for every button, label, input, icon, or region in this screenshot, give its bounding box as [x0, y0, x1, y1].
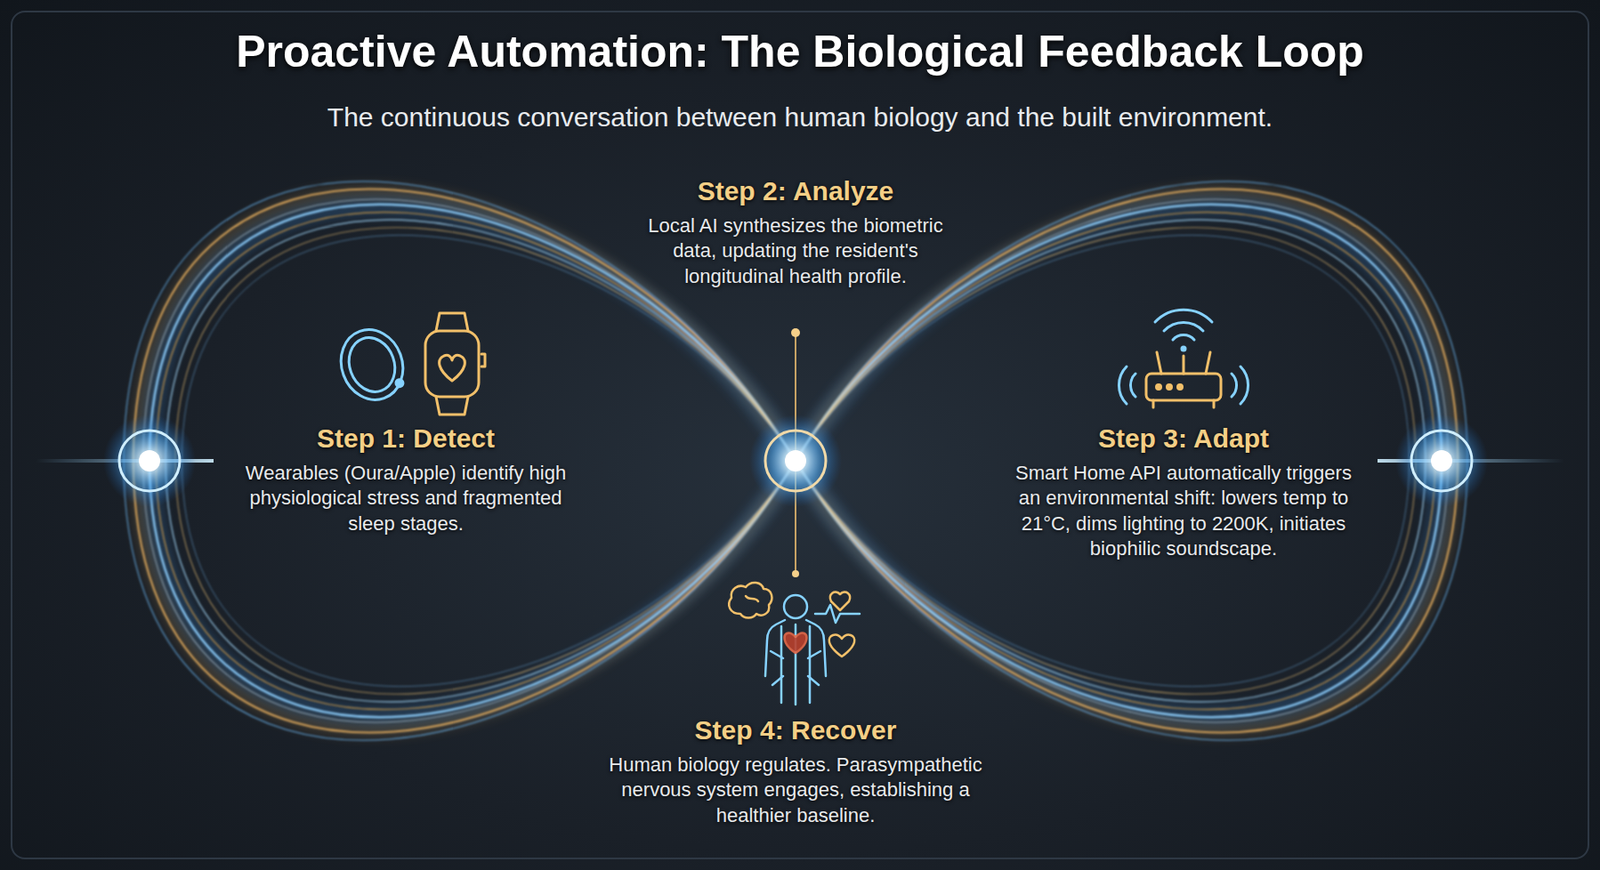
- wearable-icons: [331, 313, 485, 415]
- subtitle: The continuous conversation between huma…: [0, 101, 1600, 134]
- step-heading: Step 1: Detect: [236, 421, 575, 456]
- step-description: Local AI synthesizes the biometric data,…: [639, 213, 952, 291]
- step-description: Wearables (Oura/Apple) identify high phy…: [236, 460, 575, 538]
- loop-glow: [136, 191, 1455, 730]
- router-icon: [1118, 309, 1248, 408]
- diagram-title: Proactive Automation: The Biological Fee…: [0, 24, 1600, 79]
- body-icon: [728, 582, 860, 705]
- step-node: Step 4: RecoverHuman biology regulates. …: [586, 713, 1005, 829]
- step-node: Step 2: AnalyzeLocal AI synthesizes the …: [639, 174, 952, 290]
- step-heading: Step 4: Recover: [586, 713, 1005, 748]
- loop-strands: [123, 181, 1468, 741]
- step-description: Human biology regulates. Parasympathetic…: [586, 752, 1005, 830]
- step-heading: Step 2: Analyze: [639, 174, 952, 209]
- step-description: Smart Home API automatically triggers an…: [1009, 460, 1358, 563]
- step-node: Step 1: DetectWearables (Oura/Apple) ide…: [236, 421, 575, 537]
- step-node: Step 3: AdaptSmart Home API automaticall…: [1009, 421, 1358, 563]
- step-heading: Step 3: Adapt: [1009, 421, 1358, 456]
